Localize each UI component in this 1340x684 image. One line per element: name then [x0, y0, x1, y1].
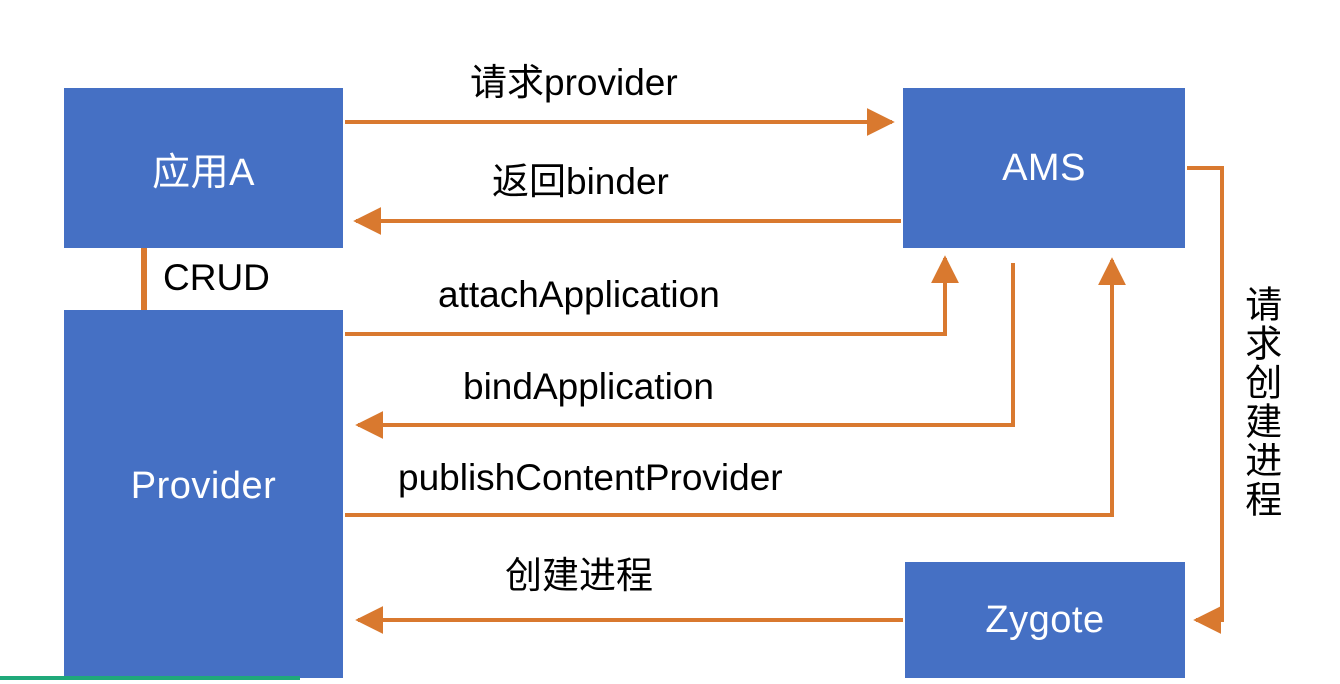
node-ams[interactable]: AMS: [903, 88, 1185, 248]
edge-label-request-provider: 请求provider: [470, 62, 678, 103]
edge-label-crud: CRUD: [163, 257, 270, 298]
connector-request-create-process: [1187, 166, 1224, 634]
node-app-a-label: 应用A: [152, 151, 255, 194]
node-zygote-label: Zygote: [985, 598, 1105, 641]
bottom-accent-rule: [0, 676, 300, 680]
node-app-a[interactable]: 应用A: [64, 88, 343, 248]
node-provider[interactable]: Provider: [64, 310, 343, 678]
node-zygote[interactable]: Zygote: [905, 562, 1185, 678]
edge-label-bind-application: bindApplication: [463, 366, 714, 407]
edge-label-return-binder: 返回binder: [492, 161, 669, 202]
edge-label-attach-application: attachApplication: [438, 274, 720, 315]
edge-label-request-create-process: 请求创建进程: [1239, 285, 1281, 519]
node-ams-label: AMS: [1002, 146, 1086, 189]
edge-label-publish-content-provider: publishContentProvider: [398, 457, 783, 498]
node-provider-label: Provider: [130, 465, 277, 507]
edge-label-create-process: 创建进程: [505, 555, 653, 596]
